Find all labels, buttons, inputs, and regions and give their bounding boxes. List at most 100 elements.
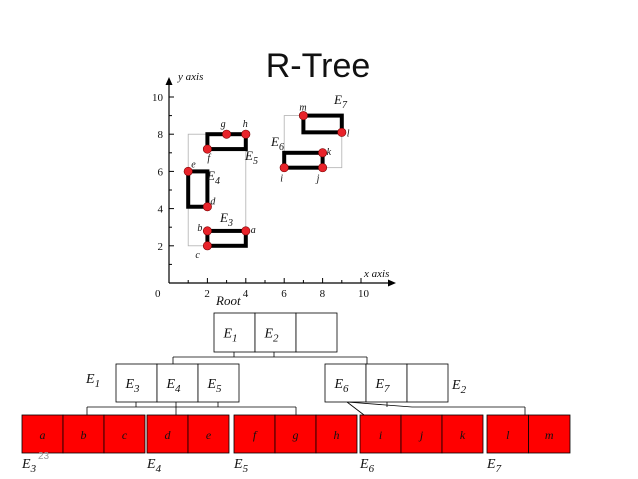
entry-e1: E1 bbox=[222, 327, 237, 345]
entry-e4: E4 bbox=[165, 377, 181, 395]
entry-e: e bbox=[206, 428, 212, 442]
leaf-label-e6: E6 bbox=[359, 457, 375, 475]
point-k bbox=[318, 148, 328, 158]
point-label-l: l bbox=[347, 128, 350, 139]
y-tick-label: 4 bbox=[158, 204, 164, 216]
rect-label-e4: E4 bbox=[206, 168, 220, 187]
node-cell bbox=[365, 363, 408, 403]
point-j bbox=[318, 163, 328, 173]
tree-edge bbox=[346, 401, 413, 408]
node-cell bbox=[528, 414, 571, 454]
data-points bbox=[183, 111, 347, 251]
root-label: Root bbox=[215, 293, 241, 308]
mbr-e4 bbox=[186, 169, 210, 209]
point-label-d: d bbox=[210, 197, 216, 208]
point-label-c: c bbox=[195, 250, 200, 261]
leaf-label-e7: E7 bbox=[486, 457, 502, 475]
x-tick-label: 4 bbox=[243, 288, 249, 300]
rect-label-e3: E3 bbox=[219, 210, 233, 229]
x-tick-label: 6 bbox=[281, 288, 287, 300]
entry-e7: E7 bbox=[374, 377, 390, 395]
node-cell bbox=[441, 414, 484, 454]
x-tick-label: 8 bbox=[320, 288, 326, 300]
entry-c: c bbox=[122, 428, 128, 442]
y-tick-label: 8 bbox=[158, 129, 164, 141]
node-cell bbox=[146, 414, 189, 454]
node-cell bbox=[295, 312, 338, 353]
point-label-k: k bbox=[327, 147, 332, 158]
point-b bbox=[202, 226, 212, 236]
mbr-e3 bbox=[205, 228, 248, 248]
node-cell bbox=[187, 414, 230, 454]
point-label-a: a bbox=[251, 225, 256, 236]
node-e2-label: E2 bbox=[451, 378, 467, 396]
node-cell bbox=[213, 312, 256, 353]
entry-i: i bbox=[379, 428, 382, 442]
node-cell bbox=[400, 414, 443, 454]
node-cell bbox=[156, 363, 199, 403]
x-tick-label: 0 bbox=[155, 288, 161, 300]
x-axis-arrow-icon bbox=[388, 279, 396, 287]
point-label-b: b bbox=[197, 223, 202, 234]
point-e bbox=[183, 166, 193, 176]
slide-title: R-Tree bbox=[266, 47, 371, 85]
point-l bbox=[337, 127, 347, 137]
point-c bbox=[202, 241, 212, 251]
leaf-e6: i j k bbox=[359, 414, 484, 454]
x-tick-label: 10 bbox=[358, 288, 370, 300]
node-cell bbox=[103, 414, 146, 454]
leaf-label-e3: E3 bbox=[21, 457, 37, 475]
point-f bbox=[202, 144, 212, 154]
node-cell bbox=[315, 414, 358, 454]
rect-label-e6: E6 bbox=[270, 134, 284, 153]
entry-b: b bbox=[81, 428, 87, 442]
point-label-e: e bbox=[191, 159, 196, 170]
node-cell bbox=[324, 363, 367, 403]
mbr-e2 bbox=[283, 115, 343, 169]
point-h bbox=[241, 129, 251, 139]
y-axis-label: y axis bbox=[177, 71, 203, 83]
node-cell bbox=[406, 363, 449, 403]
point-label-m: m bbox=[299, 103, 306, 114]
leaf-label-e5: E5 bbox=[233, 457, 249, 475]
point-label-f: f bbox=[207, 153, 211, 164]
point-label-j: j bbox=[315, 174, 320, 185]
entry-g: g bbox=[293, 428, 299, 442]
node-cell bbox=[115, 363, 158, 403]
node-cell bbox=[197, 363, 240, 403]
point-i bbox=[279, 163, 289, 173]
entry-l: l bbox=[506, 428, 510, 442]
mbr-e6 bbox=[282, 150, 325, 170]
entry-d: d bbox=[165, 428, 172, 442]
rect-label-e7: E7 bbox=[333, 92, 348, 111]
entry-e3: E3 bbox=[124, 377, 140, 395]
node-e1: E3 E4 E5 bbox=[115, 363, 240, 403]
entry-k: k bbox=[460, 428, 466, 442]
tree-edge bbox=[346, 401, 365, 416]
point-a bbox=[241, 226, 251, 236]
node-e2: E6 E7 bbox=[324, 363, 449, 403]
point-label-i: i bbox=[280, 174, 283, 185]
node-e1-label: E1 bbox=[85, 372, 100, 390]
entry-j: j bbox=[418, 428, 424, 442]
node-cell bbox=[486, 414, 529, 454]
mbr-e7 bbox=[301, 113, 344, 135]
entry-e2: E2 bbox=[263, 327, 279, 345]
point-d bbox=[202, 202, 212, 212]
entry-e6: E6 bbox=[333, 377, 349, 395]
rect-label-e5: E5 bbox=[244, 148, 258, 167]
entry-f: f bbox=[253, 428, 258, 442]
y-tick-label: 2 bbox=[158, 241, 164, 253]
entry-e5: E5 bbox=[206, 377, 222, 395]
entry-h: h bbox=[334, 428, 340, 442]
x-tick-label: 2 bbox=[204, 288, 210, 300]
slide-number: 23 bbox=[38, 451, 50, 462]
point-g bbox=[222, 129, 232, 139]
